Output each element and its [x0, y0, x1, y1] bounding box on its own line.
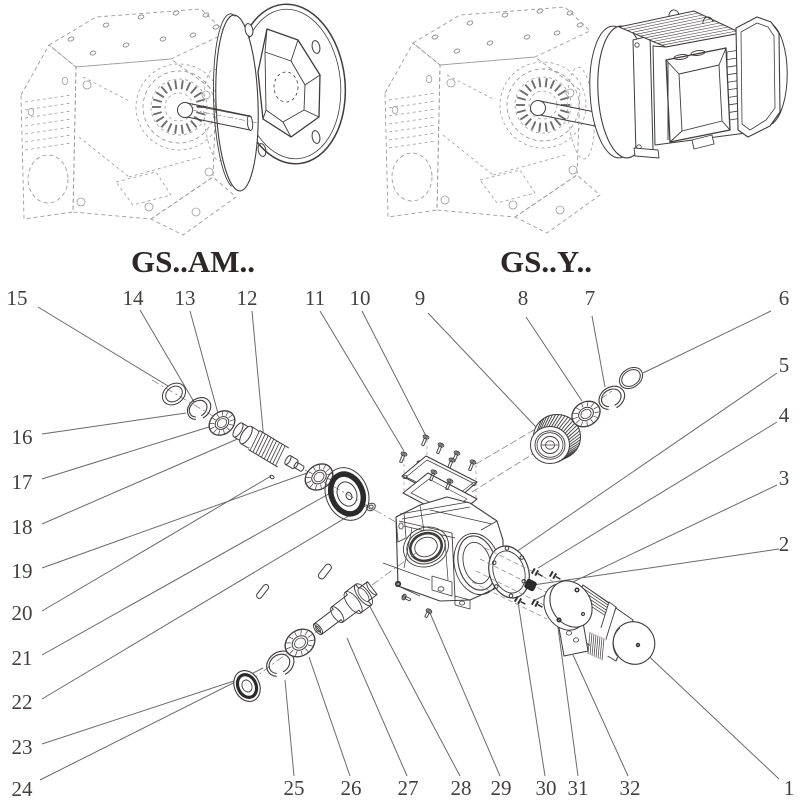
- svg-text:14: 14: [123, 286, 145, 310]
- svg-text:6: 6: [779, 286, 790, 310]
- svg-text:25: 25: [284, 776, 305, 800]
- svg-text:27: 27: [398, 776, 419, 800]
- svg-text:29: 29: [491, 776, 512, 800]
- svg-text:18: 18: [12, 515, 33, 539]
- svg-text:9: 9: [415, 286, 426, 310]
- svg-text:5: 5: [779, 353, 790, 377]
- svg-text:GS..Y..: GS..Y..: [500, 244, 592, 279]
- svg-text:21: 21: [12, 646, 33, 670]
- svg-text:15: 15: [7, 286, 28, 310]
- svg-text:8: 8: [518, 286, 529, 310]
- svg-text:12: 12: [237, 286, 258, 310]
- svg-text:16: 16: [12, 425, 33, 449]
- svg-text:30: 30: [536, 776, 557, 800]
- svg-text:23: 23: [12, 735, 33, 759]
- svg-text:17: 17: [12, 470, 33, 494]
- svg-text:10: 10: [350, 286, 371, 310]
- svg-text:22: 22: [12, 690, 33, 714]
- svg-text:3: 3: [779, 466, 790, 490]
- svg-text:GS..AM..: GS..AM..: [131, 244, 255, 279]
- svg-text:20: 20: [12, 601, 33, 625]
- svg-text:13: 13: [175, 286, 196, 310]
- svg-text:7: 7: [585, 286, 596, 310]
- svg-text:24: 24: [12, 777, 34, 800]
- svg-text:11: 11: [305, 286, 325, 310]
- svg-text:2: 2: [779, 532, 790, 556]
- svg-text:1: 1: [784, 776, 795, 800]
- svg-text:28: 28: [451, 776, 472, 800]
- svg-text:31: 31: [568, 776, 589, 800]
- svg-text:19: 19: [12, 559, 33, 583]
- svg-text:4: 4: [779, 403, 790, 427]
- svg-text:26: 26: [341, 776, 362, 800]
- svg-text:32: 32: [620, 776, 641, 800]
